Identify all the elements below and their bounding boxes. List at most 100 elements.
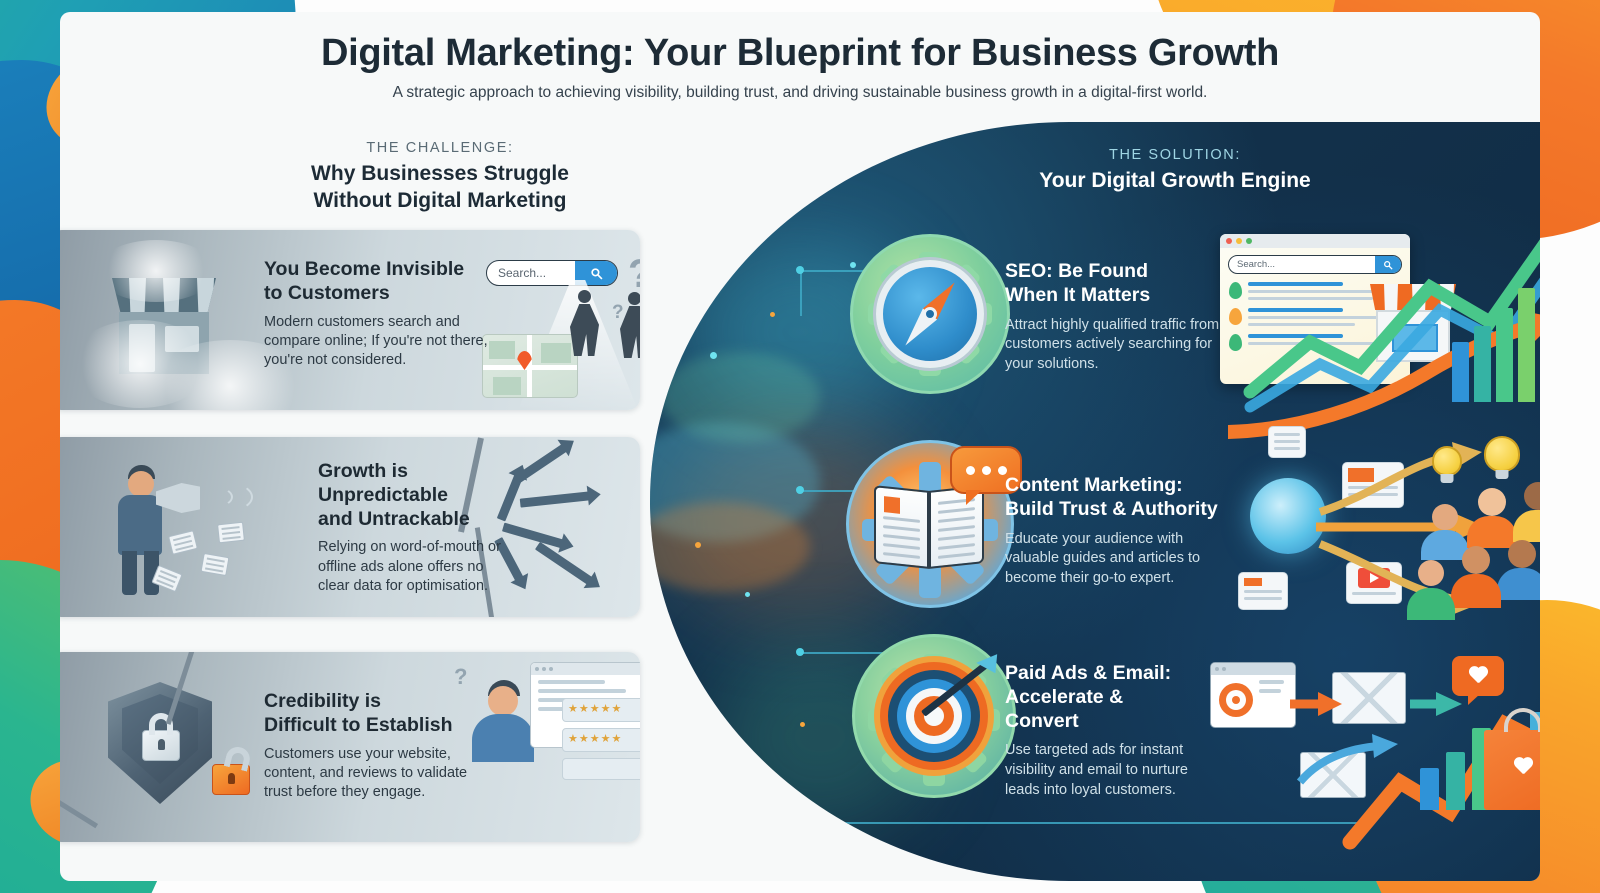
- paper-icon: [217, 521, 245, 544]
- spark: [680, 682, 686, 688]
- direction-arrow: [519, 491, 591, 508]
- chart-bar: [1496, 308, 1513, 402]
- connector-seo-vertical: [800, 270, 802, 316]
- paid-title-line2: Accelerate &: [1005, 685, 1124, 708]
- card-3-title-line1: Credibility is: [264, 690, 382, 712]
- person-silhouette: [570, 290, 599, 360]
- connector-node: [796, 486, 804, 494]
- solution-block-content-text: Content Marketing: Build Trust & Authori…: [1005, 474, 1255, 589]
- target-arrow-gear-icon: [852, 634, 1016, 798]
- search-box[interactable]: Search...: [486, 260, 618, 286]
- card-1-body: Modern customers search and compare onli…: [264, 313, 488, 369]
- avatar: [1466, 488, 1518, 548]
- unlocked-padlock-icon: [212, 744, 253, 795]
- person-silhouette: [620, 292, 640, 362]
- connector-node: [796, 266, 804, 274]
- connector-paid: [800, 652, 930, 654]
- challenge-heading-line2: Without Digital Marketing: [313, 188, 567, 212]
- page-subtitle: A strategic approach to achieving visibi…: [392, 84, 1208, 101]
- search-input[interactable]: Search...: [498, 266, 547, 280]
- paid-body: Use targeted ads for instant visibility …: [1005, 742, 1188, 798]
- map-block: [541, 343, 571, 363]
- sound-wave: [201, 482, 253, 512]
- paper-icon: [168, 530, 198, 555]
- challenge-card-3-text: Credibility is Difficult to Establish Cu…: [264, 690, 492, 802]
- avatar: [1512, 482, 1540, 542]
- chart-bar: [1518, 288, 1535, 402]
- challenge-card-2-text: Growth is Unpredictable and Untrackable …: [318, 460, 513, 596]
- ad-preview-mock: [1210, 662, 1296, 728]
- awning-stripe: [129, 278, 146, 312]
- content-body: Educate your audience with valuable guid…: [1005, 530, 1201, 586]
- content-title-line1: Content Marketing:: [1005, 474, 1183, 496]
- star-rating-icon: ★★★★★: [568, 733, 623, 745]
- review-row: [562, 698, 640, 722]
- content-hub-icon: [1250, 478, 1326, 554]
- spark: [770, 312, 775, 317]
- paid-title-line1: Paid Ads & Email:: [1005, 662, 1172, 684]
- spark: [800, 722, 805, 727]
- review-row: [562, 728, 640, 752]
- storefront-icon: [1370, 284, 1456, 362]
- map-block: [493, 377, 521, 395]
- card-3-body: Customers use your website, content, and…: [264, 745, 468, 801]
- speech-bubble-icon: [950, 446, 1022, 505]
- card-3-title-line2: Difficult to Establish: [264, 713, 453, 736]
- storefront-awning: [1370, 284, 1456, 310]
- review-row: [562, 758, 640, 780]
- shopping-bag-icon: [1484, 708, 1540, 810]
- target-icon: [1219, 683, 1253, 717]
- lightbulb-icon: [1484, 436, 1520, 472]
- challenge-heading-line1: Why Businesses Struggle: [311, 162, 569, 185]
- storefront-door: [129, 324, 155, 372]
- connector-node: [796, 648, 804, 656]
- avatar: [1450, 546, 1502, 608]
- browser-search-input[interactable]: Search...: [1237, 259, 1276, 270]
- browser-search-box[interactable]: Search...: [1228, 255, 1402, 274]
- map-thumbnail-icon: [482, 334, 578, 398]
- book-tile-icon: [1268, 426, 1306, 458]
- card-2-title-line1: Growth is: [318, 460, 408, 482]
- card-2-title-line3: and Untrackable: [318, 507, 470, 530]
- energy-stream-2: [650, 502, 810, 592]
- chart-bar: [1474, 326, 1491, 402]
- paper-icon: [200, 552, 230, 577]
- seo-title-line1: SEO: Be Found: [1005, 260, 1148, 282]
- browser-titlebar: [531, 663, 640, 675]
- card-2-title-line2: Unpredictable: [318, 483, 449, 506]
- card-2-body: Relying on word-of-mouth or offline ads …: [318, 539, 501, 594]
- question-mark-icon: ?: [628, 252, 640, 297]
- storefront-body: [119, 312, 209, 374]
- avatar: [1406, 560, 1456, 620]
- card-1-title-line1: You Become Invisible: [264, 258, 465, 280]
- seo-title-line2: When It Matters: [1005, 283, 1151, 306]
- energy-stream-1: [650, 422, 820, 542]
- map-block: [489, 341, 515, 359]
- lightbulb-icon: [1432, 446, 1462, 476]
- awning-stripe: [197, 278, 214, 312]
- search-icon[interactable]: [1375, 256, 1401, 273]
- connector-baseline: [800, 822, 1360, 824]
- map-pin-icon: [1229, 334, 1242, 351]
- solution-column-header: THE SOLUTION: Your Digital Growth Engine: [965, 147, 1385, 195]
- challenge-card-unpredictable: Growth is Unpredictable and Untrackable …: [60, 437, 640, 617]
- infographic-canvas: Digital Marketing: Your Blueprint for Bu…: [60, 12, 1540, 881]
- foggy-storefront-icon: [112, 278, 216, 374]
- chart-bar: [1420, 768, 1439, 810]
- solution-heading: Your Digital Growth Engine: [1039, 169, 1311, 192]
- spark: [710, 352, 717, 359]
- browser-titlebar: [1220, 234, 1410, 248]
- content-title-line2: Build Trust & Authority: [1005, 497, 1218, 520]
- storefront-body: [1376, 310, 1450, 362]
- chart-bar: [1446, 752, 1465, 810]
- avatar: [1420, 504, 1470, 560]
- challenge-column-header: THE CHALLENGE: Why Businesses Struggle W…: [230, 140, 650, 215]
- like-badge-icon: [1452, 656, 1504, 705]
- challenge-card-credibility: Credibility is Difficult to Establish Cu…: [60, 652, 640, 842]
- question-mark-icon: ?: [612, 302, 624, 323]
- spark: [745, 592, 750, 597]
- solution-block-paid-text: Paid Ads & Email: Accelerate & Convert U…: [1005, 662, 1235, 801]
- card-1-title-line2: to Customers: [264, 281, 390, 304]
- awning-stripe: [163, 278, 180, 312]
- seo-body: Attract highly qualified traffic from cu…: [1005, 316, 1220, 372]
